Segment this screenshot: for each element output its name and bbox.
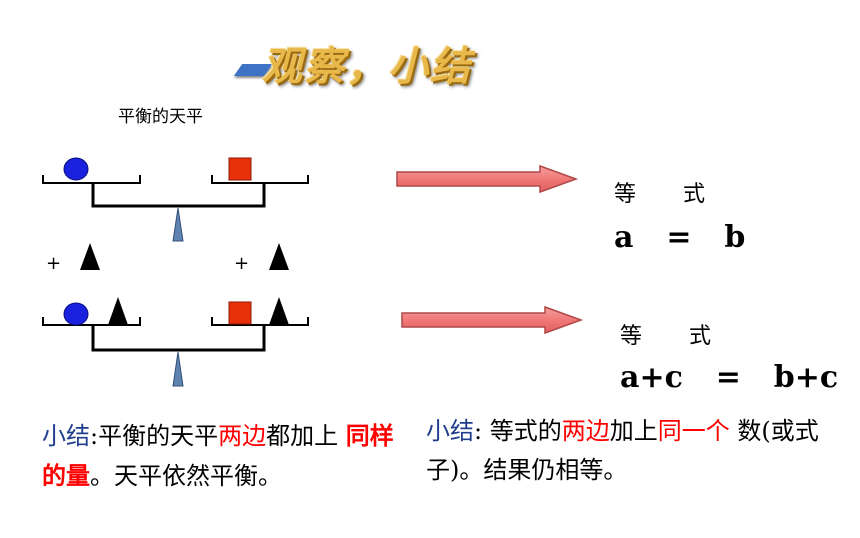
summary-right-head: 小结 [426, 417, 474, 445]
summary-left-red2: 同样的量 [42, 421, 394, 490]
summary-left-text1: :平衡的天平 [90, 422, 219, 450]
beam [91, 183, 266, 208]
summary-right-red2: 同一个 [657, 417, 730, 445]
equation1-expr: a = b [614, 220, 746, 255]
plus-sign-right: + [234, 253, 250, 274]
summary-left-text2: 都加上 [266, 422, 346, 450]
black-triangle-icon [269, 297, 289, 325]
equation2-label: 等 式 [620, 324, 713, 349]
summary-left-red1: 两边 [218, 422, 267, 450]
balance-scale-2 [42, 297, 309, 387]
summary-left-head: 小结 [42, 422, 90, 450]
pivot-icon [172, 207, 184, 242]
summary-right-text2: 加上 [609, 417, 658, 445]
summary-right-text3: 数(或式子)。结果仍相等。 [426, 417, 819, 484]
black-triangle-icon [108, 297, 128, 325]
slide-title: 观察，小结 [233, 30, 536, 90]
right-pan [211, 175, 309, 184]
summary-left-text3: 。天平依然平衡。 [90, 462, 282, 490]
red-box-icon [228, 301, 252, 325]
blue-ball-icon [63, 157, 89, 181]
balance-scale-1 [42, 157, 309, 242]
left-pan [42, 175, 141, 184]
right-pan [211, 317, 309, 326]
black-triangle-icon [269, 243, 289, 270]
pivot-icon [172, 351, 184, 387]
title-text: 观察，小结 [262, 43, 472, 90]
blue-ball-icon [63, 302, 89, 326]
black-triangle-icon [80, 243, 100, 270]
summary-right-text1: : 等式的 [474, 417, 562, 445]
red-box-icon [228, 157, 252, 181]
scale-label: 平衡的天平 [118, 107, 203, 127]
equation1-label: 等 式 [614, 182, 707, 207]
summary-left: 小结:平衡的天平两边都加上 同样的量。天平依然平衡。 [42, 416, 402, 496]
right-arrow-icon [401, 305, 584, 335]
summary-right: 小结: 等式的两边加上同一个 数(或式子)。结果仍相等。 [426, 412, 846, 490]
beam [91, 325, 266, 352]
plus-sign-left: + [46, 253, 62, 274]
summary-right-red1: 两边 [561, 417, 610, 445]
equation2-expr: a+c = b+c [620, 360, 839, 395]
right-arrow-icon [396, 164, 579, 194]
